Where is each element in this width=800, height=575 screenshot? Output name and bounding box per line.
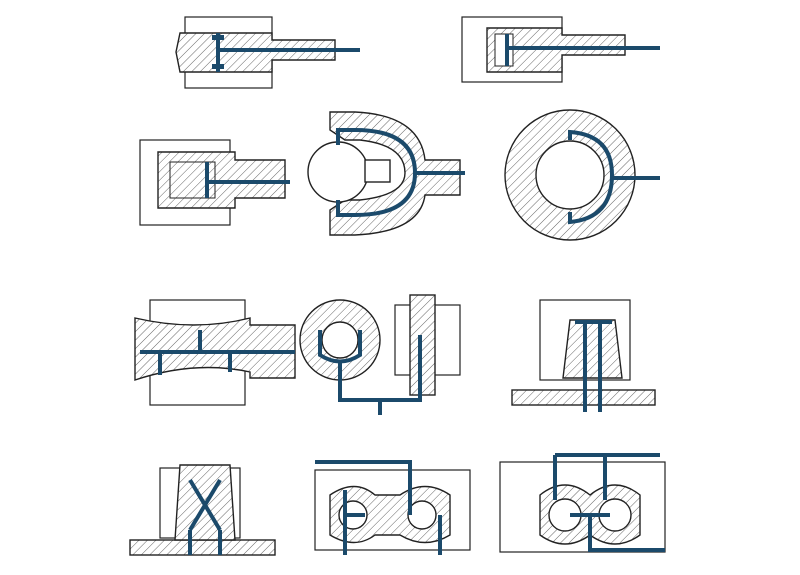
ring-and-bolt [299,294,461,415]
ball-ring [504,109,660,241]
cross-plug [129,464,276,556]
piston-assembly [139,139,290,226]
cylinder-seal-b [461,16,660,83]
ball-joint-housing [307,111,465,236]
cylinder-seal-a [175,16,360,89]
tapered-plug [511,299,656,412]
double-ball-plate-b [499,453,666,553]
curved-block [134,299,296,406]
double-ball-plate-a [314,460,471,555]
